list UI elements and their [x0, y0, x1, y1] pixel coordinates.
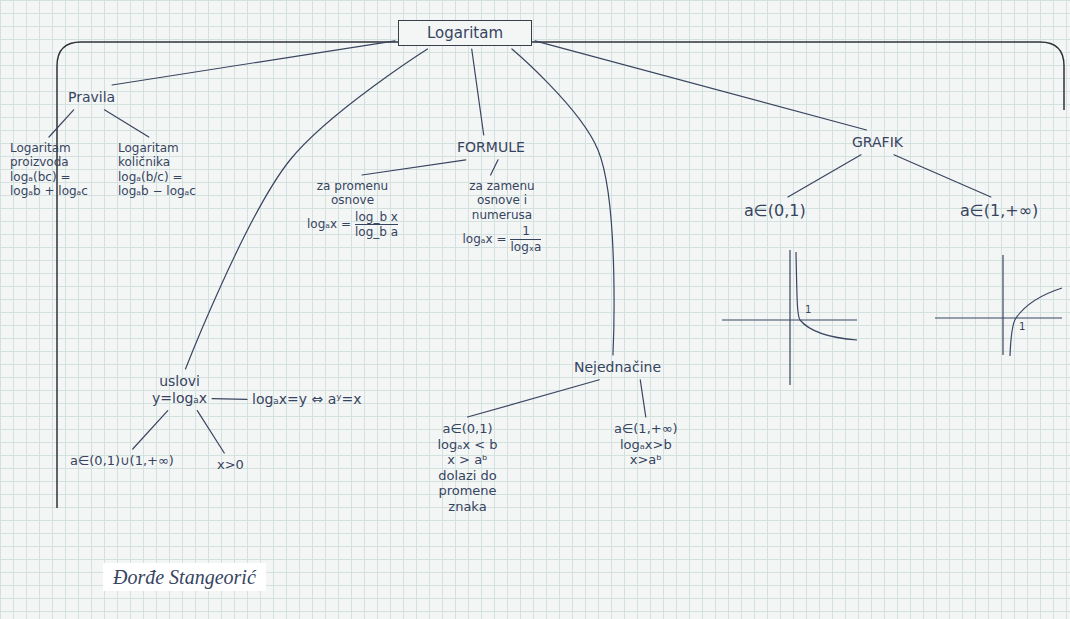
x-axis: [935, 317, 1062, 318]
axis-tick-label: 1: [805, 304, 811, 315]
formula-row: logₐx = log_b xlog_b a: [307, 210, 398, 240]
node-text: a∈(1,+∞): [614, 421, 678, 437]
node-text: a∈(0,1): [420, 421, 515, 437]
y-axis: [1002, 255, 1003, 355]
topic-node: a∈(0,1): [742, 200, 808, 221]
node-text: logₐx=y ⇔ aʸ=x: [252, 391, 362, 408]
node-text: a∈(0,1)∪(1,+∞): [70, 453, 174, 469]
node-text: Logaritam količnika: [118, 141, 196, 170]
topic-node: Pravila: [66, 88, 117, 107]
node-text: log_b x: [355, 210, 398, 224]
branch-line: [472, 49, 484, 135]
node-text: y=logₐx: [152, 390, 207, 407]
node-text: a∈(0,1): [744, 201, 806, 220]
node-text: logₓa: [510, 239, 541, 254]
node-text: logₐx =: [307, 217, 351, 231]
frame-line: [57, 42, 1064, 508]
branch-line: [468, 380, 600, 417]
topic-node: Nejednačine: [572, 358, 663, 377]
node-text: FORMULE: [457, 139, 525, 156]
topic-node: x>0: [215, 456, 246, 474]
topic-node: a∈(0,1)logₐx < bx > aᵇdolazi do promene …: [418, 420, 517, 516]
branch-line: [104, 110, 148, 137]
node-text: logₐ(b/c) =: [118, 170, 196, 184]
node-text: logₐx =: [463, 232, 507, 246]
fraction: log_b xlog_b a: [355, 210, 398, 240]
branch-line: [894, 155, 991, 197]
root-box: Logaritam: [398, 20, 532, 46]
topic-node: usloviy=logₐx: [150, 372, 209, 408]
graph-increasing: [935, 255, 1062, 356]
topic-node: a∈(1,+∞): [958, 200, 1040, 221]
node-text: za promenu osnove: [313, 179, 393, 208]
branch-line: [512, 49, 614, 355]
topic-node: FORMULE: [455, 138, 527, 157]
branch-line: [788, 155, 861, 197]
branch-line: [640, 380, 646, 417]
branch-line: [49, 110, 74, 137]
node-text: logₐx < b: [420, 437, 515, 453]
node-text: logₐ(bc) =: [10, 170, 88, 184]
topic-node: za zamenu osnove i numerusalogₐx =1logₓa: [445, 178, 559, 255]
graph-decreasing: [722, 250, 857, 385]
axis-tick-label: 1: [1019, 321, 1025, 332]
node-text: x>aᵇ: [614, 452, 678, 468]
branch-line: [112, 41, 395, 85]
node-text: logₐb + logₐc: [10, 184, 88, 198]
node-text: 1: [522, 224, 530, 238]
node-text: x > aᵇ: [420, 452, 515, 468]
node-text: za zamenu osnove i numerusa: [447, 179, 557, 222]
log-curve: [1010, 288, 1062, 356]
topic-node: Logaritam proizvodalogₐ(bc) =logₐb + log…: [8, 140, 90, 200]
node-text: Pravila: [68, 89, 115, 106]
topic-node: GRAFIK: [850, 133, 905, 152]
signature: Đorđe Stangeorić: [103, 563, 266, 591]
x-axis: [722, 319, 857, 320]
topic-node: a∈(0,1)∪(1,+∞): [68, 452, 176, 470]
topic-node: a∈(1,+∞)logₐx>bx>aᵇ: [612, 420, 680, 469]
node-text: dolazi do promene znaka: [420, 468, 515, 515]
node-text: GRAFIK: [852, 134, 903, 151]
formula-row: logₐx =1logₓa: [447, 224, 557, 254]
topic-node: za promenu osnove logₐx = log_b xlog_b a: [305, 178, 400, 241]
branch-line: [491, 160, 498, 175]
node-text: a∈(1,+∞): [960, 201, 1038, 220]
node-text: logₐb − logₐc: [118, 184, 196, 198]
node-text: x>0: [217, 457, 244, 473]
topic-node: logₐx=y ⇔ aʸ=x: [250, 390, 364, 409]
topic-node: Logaritam količnikalogₐ(b/c) =logₐb − lo…: [116, 140, 198, 200]
branch-line: [185, 49, 427, 369]
node-text: Logaritam proizvoda: [10, 141, 88, 170]
node-text: logₐx>b: [614, 437, 678, 453]
node-text: Nejednačine: [574, 359, 661, 376]
branch-line: [133, 411, 168, 449]
branch-line: [197, 411, 224, 453]
branch-line: [535, 41, 866, 130]
node-text: Logaritam: [427, 24, 503, 42]
log-curve: [796, 252, 857, 340]
branch-line: [362, 160, 466, 175]
node-text: uslovi: [152, 373, 207, 390]
y-axis: [789, 250, 790, 385]
fraction: 1logₓa: [510, 224, 541, 254]
branch-line: [212, 398, 247, 400]
node-text: log_b a: [355, 224, 398, 239]
